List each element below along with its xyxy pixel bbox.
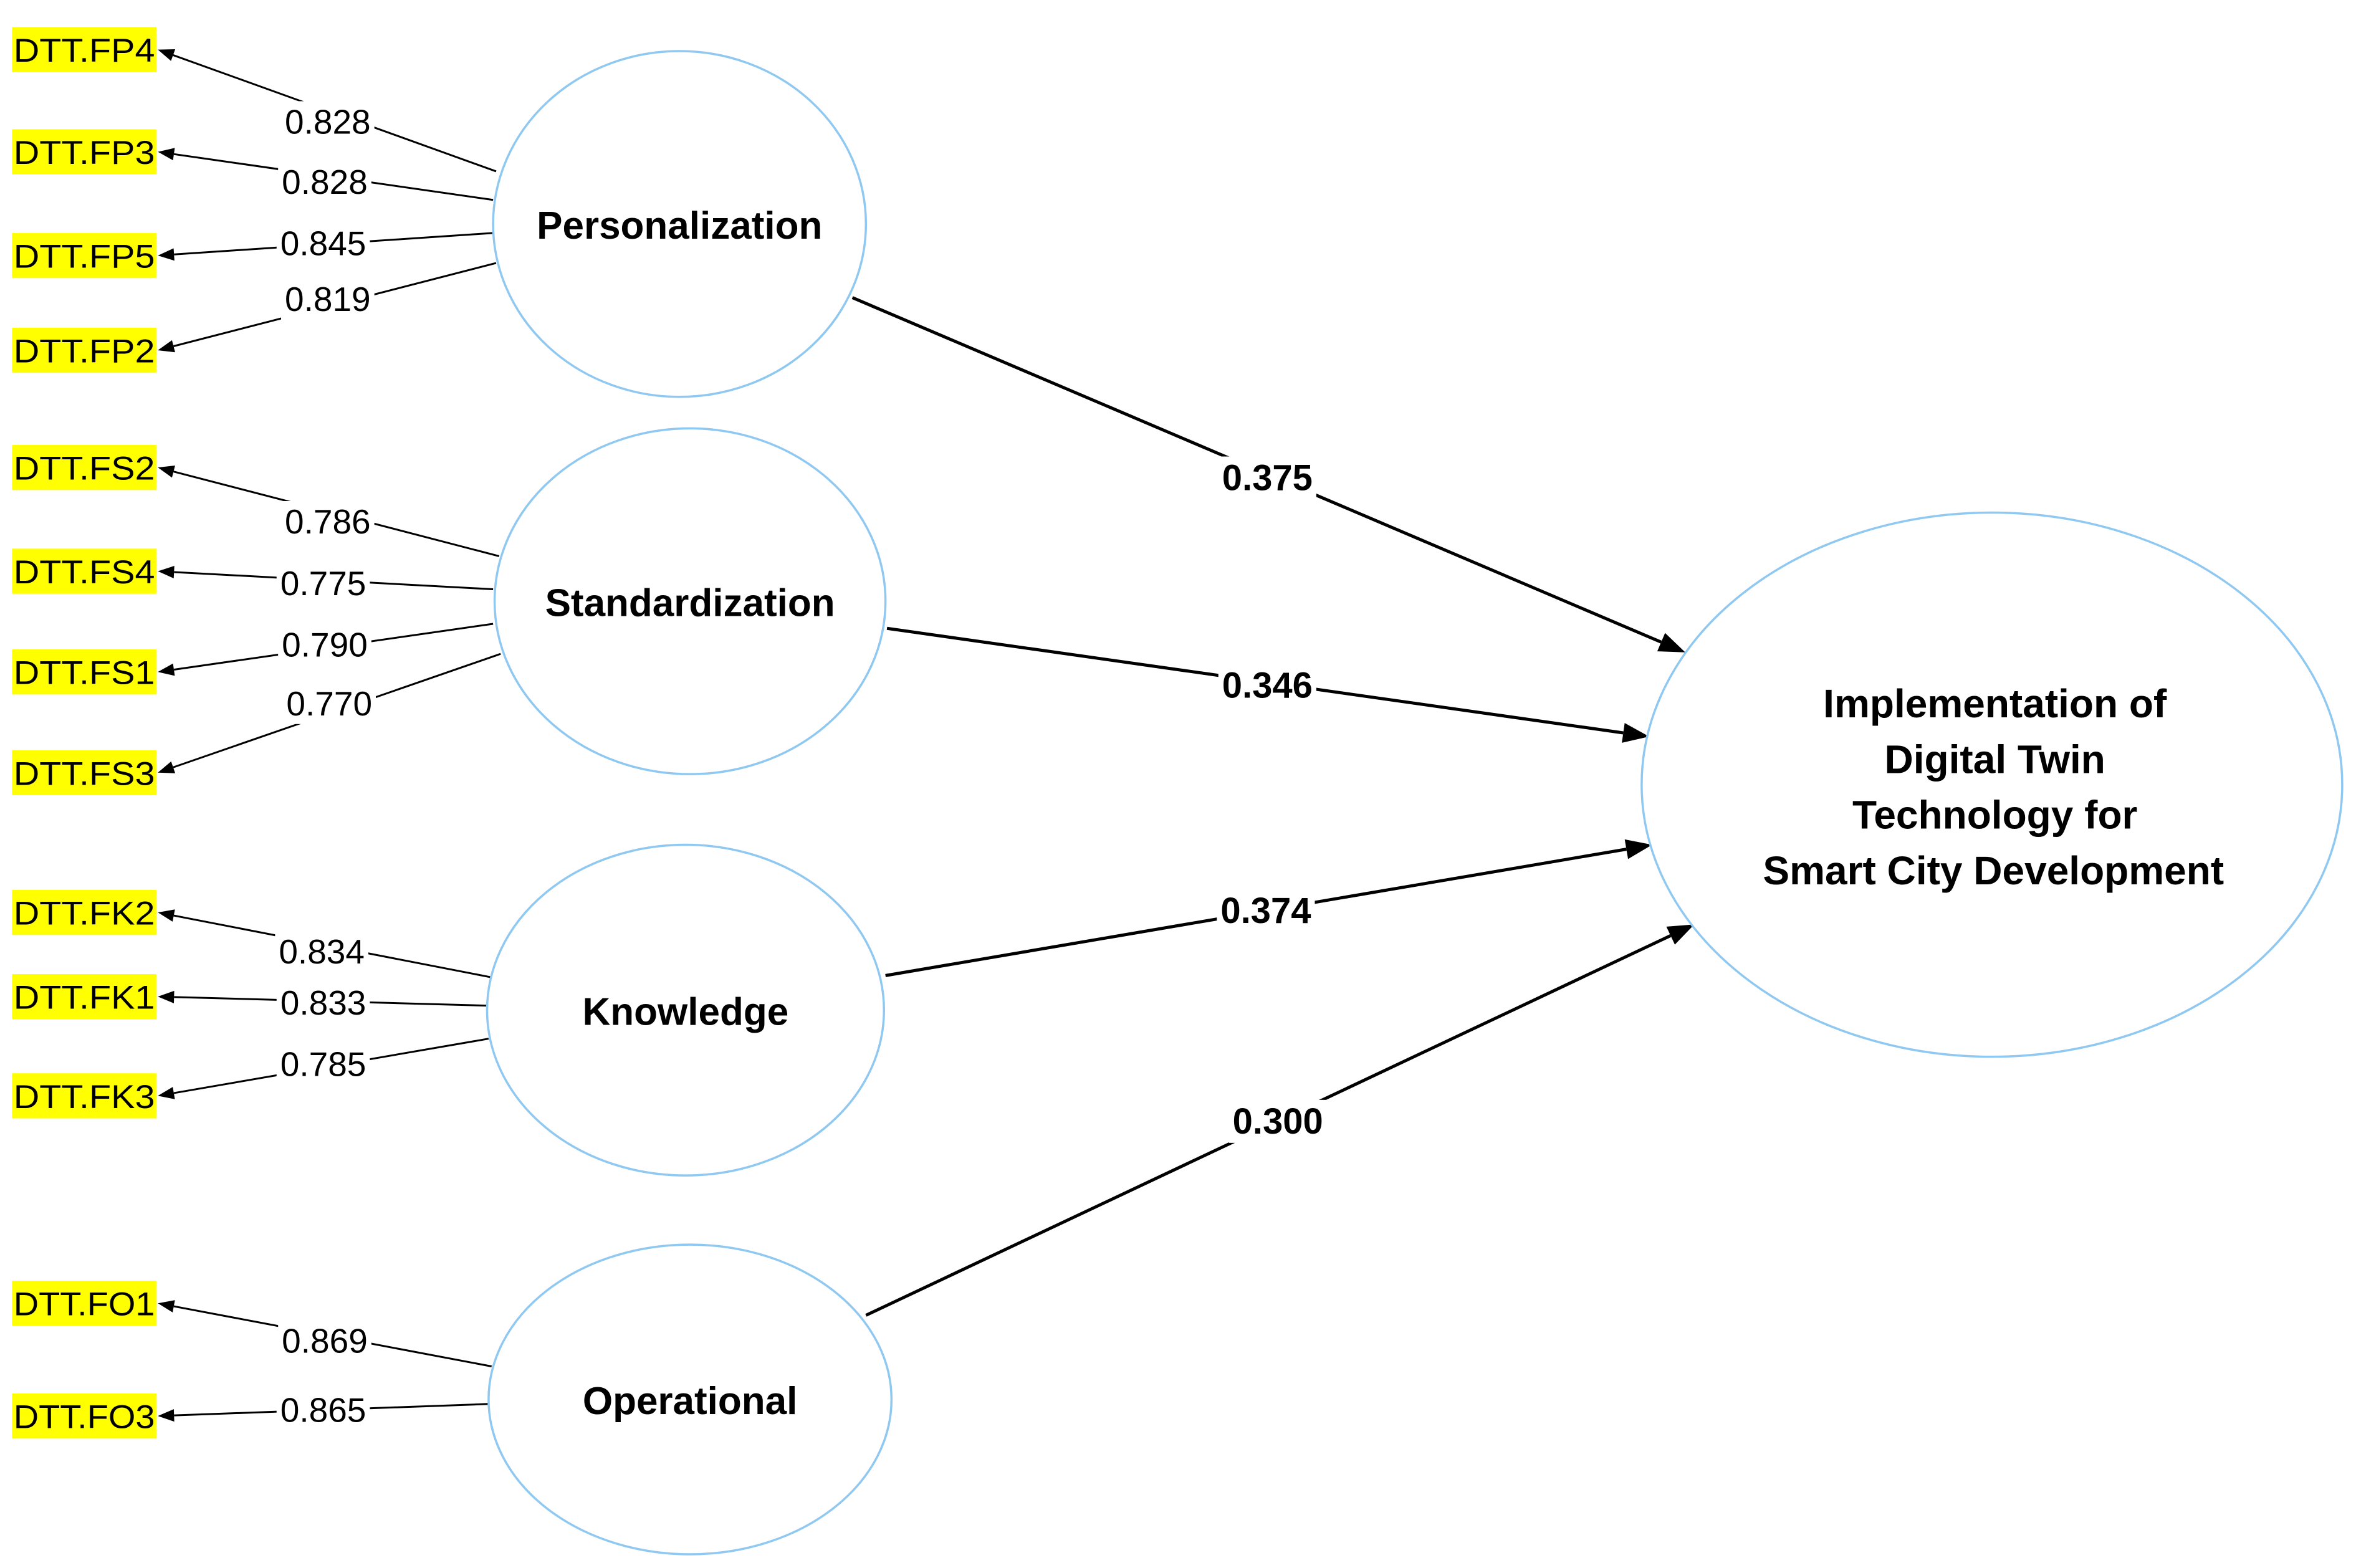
construct-personalization-ellipse xyxy=(492,50,868,398)
indicator-box-dtt-fo1 xyxy=(12,1281,156,1326)
target-construct-label-line: Digital Twin xyxy=(1885,737,2105,782)
indicator-dtt-fp3-label: DTT.FP3 xyxy=(14,135,155,171)
loading-value-dtt-fk2: 0.834 xyxy=(279,932,365,971)
indicator-dtt-fp5-label: DTT.FP5 xyxy=(14,239,155,275)
indicator-dtt-fk2-label: DTT.FK2 xyxy=(14,896,155,932)
indicator-dtt-fo1-label: DTT.FO1 xyxy=(14,1286,155,1323)
indicator-box-dtt-fp2 xyxy=(12,327,156,373)
loading-value-dtt-fk3-group: 0.785 xyxy=(276,1043,370,1085)
loading-value-dtt-fp5-group: 0.845 xyxy=(276,222,370,264)
indicator-dtt-fk3-label: DTT.FK3 xyxy=(14,1079,155,1116)
indicator-box-dtt-fp5 xyxy=(12,232,156,279)
loading-value-dtt-fp5: 0.845 xyxy=(280,224,366,263)
indicator-box-dtt-fk2 xyxy=(12,889,156,935)
indicator-box-dtt-fs4 xyxy=(12,548,156,594)
indicator-dtt-fk1-label: DTT.FK1 xyxy=(14,980,155,1016)
loading-value-dtt-fk1: 0.833 xyxy=(280,983,366,1022)
loading-value-dtt-fp2-group: 0.819 xyxy=(280,278,375,320)
indicator-dtt-fp4-label: DTT.FP4 xyxy=(14,32,155,69)
indicator-dtt-fo3-label: DTT.FO3 xyxy=(14,1399,155,1436)
indicator-dtt-fs3-label: DTT.FS3 xyxy=(14,755,155,792)
loading-value-dtt-fp2: 0.819 xyxy=(285,280,371,318)
construct-knowledge-label: Knowledge xyxy=(583,990,789,1033)
target-construct-label-line: Technology for xyxy=(1852,793,2137,838)
path-coefficient-operational: 0.300 xyxy=(1233,1101,1323,1142)
target-construct-ellipse xyxy=(1640,511,2344,1058)
loading-value-dtt-fs2: 0.786 xyxy=(285,502,371,541)
construct-standardization-label: Standardization xyxy=(545,581,835,624)
path-coefficient-knowledge-group: 0.374 xyxy=(1217,889,1315,933)
loading-value-dtt-fs3: 0.770 xyxy=(286,684,372,723)
indicator-box-dtt-fs2 xyxy=(12,444,156,490)
loading-value-dtt-fs2-group: 0.786 xyxy=(280,500,375,542)
construct-operational-label: Operational xyxy=(583,1380,798,1423)
indicator-dtt-fs1-label: DTT.FS1 xyxy=(14,655,155,692)
indicator-box-dtt-fo3 xyxy=(12,1393,156,1439)
path-coefficient-personalization-group: 0.375 xyxy=(1218,456,1316,500)
path-coefficient-operational-group: 0.300 xyxy=(1228,1099,1327,1143)
indicator-box-dtt-fs1 xyxy=(12,649,156,695)
indicator-dtt-fs2-label: DTT.FS2 xyxy=(14,451,155,487)
construct-knowledge-ellipse xyxy=(486,843,886,1177)
indicator-box-dtt-fk3 xyxy=(12,1073,156,1119)
loading-value-dtt-fk1-group: 0.833 xyxy=(276,982,370,1023)
target-construct-label-line: Implementation of xyxy=(1823,681,2167,726)
path-coefficient-knowledge: 0.374 xyxy=(1220,891,1311,931)
loading-value-dtt-fs1-group: 0.790 xyxy=(278,624,371,666)
loading-value-dtt-fo3-group: 0.865 xyxy=(276,1389,370,1431)
indicator-box-dtt-fp3 xyxy=(12,129,156,174)
indicator-box-dtt-fk1 xyxy=(12,973,156,1020)
loading-value-dtt-fp3: 0.828 xyxy=(282,163,368,201)
indicator-dtt-fp2-label: DTT.FP2 xyxy=(14,333,155,370)
loading-value-dtt-fp3-group: 0.828 xyxy=(278,161,371,203)
loading-value-dtt-fo1-group: 0.869 xyxy=(278,1320,371,1362)
indicator-box-dtt-fs3 xyxy=(12,750,156,795)
loading-value-dtt-fp4: 0.828 xyxy=(285,102,371,141)
indicator-box-dtt-fp4 xyxy=(12,27,156,72)
loading-value-dtt-fs3-group: 0.770 xyxy=(282,682,376,724)
target-construct-label-line: Smart City Development xyxy=(1763,848,2224,893)
loading-value-dtt-fp4-group: 0.828 xyxy=(280,101,375,143)
path-coefficient-standardization-group: 0.346 xyxy=(1218,664,1316,707)
indicator-dtt-fs4-label: DTT.FS4 xyxy=(14,554,155,591)
construct-operational-ellipse xyxy=(487,1243,893,1556)
loading-value-dtt-fk3: 0.785 xyxy=(280,1045,366,1084)
loading-value-dtt-fk2-group: 0.834 xyxy=(275,930,368,972)
construct-standardization-ellipse xyxy=(493,427,887,775)
loading-value-dtt-fo3: 0.865 xyxy=(280,1390,366,1429)
loading-value-dtt-fo1: 0.869 xyxy=(282,1322,368,1360)
loading-value-dtt-fs4-group: 0.775 xyxy=(276,562,370,604)
path-coefficient-standardization: 0.346 xyxy=(1222,665,1313,705)
loading-value-dtt-fs1: 0.790 xyxy=(282,626,368,664)
path-coefficient-personalization: 0.375 xyxy=(1222,458,1313,499)
construct-personalization-label: Personalization xyxy=(537,204,822,247)
loading-value-dtt-fs4: 0.775 xyxy=(280,564,366,603)
